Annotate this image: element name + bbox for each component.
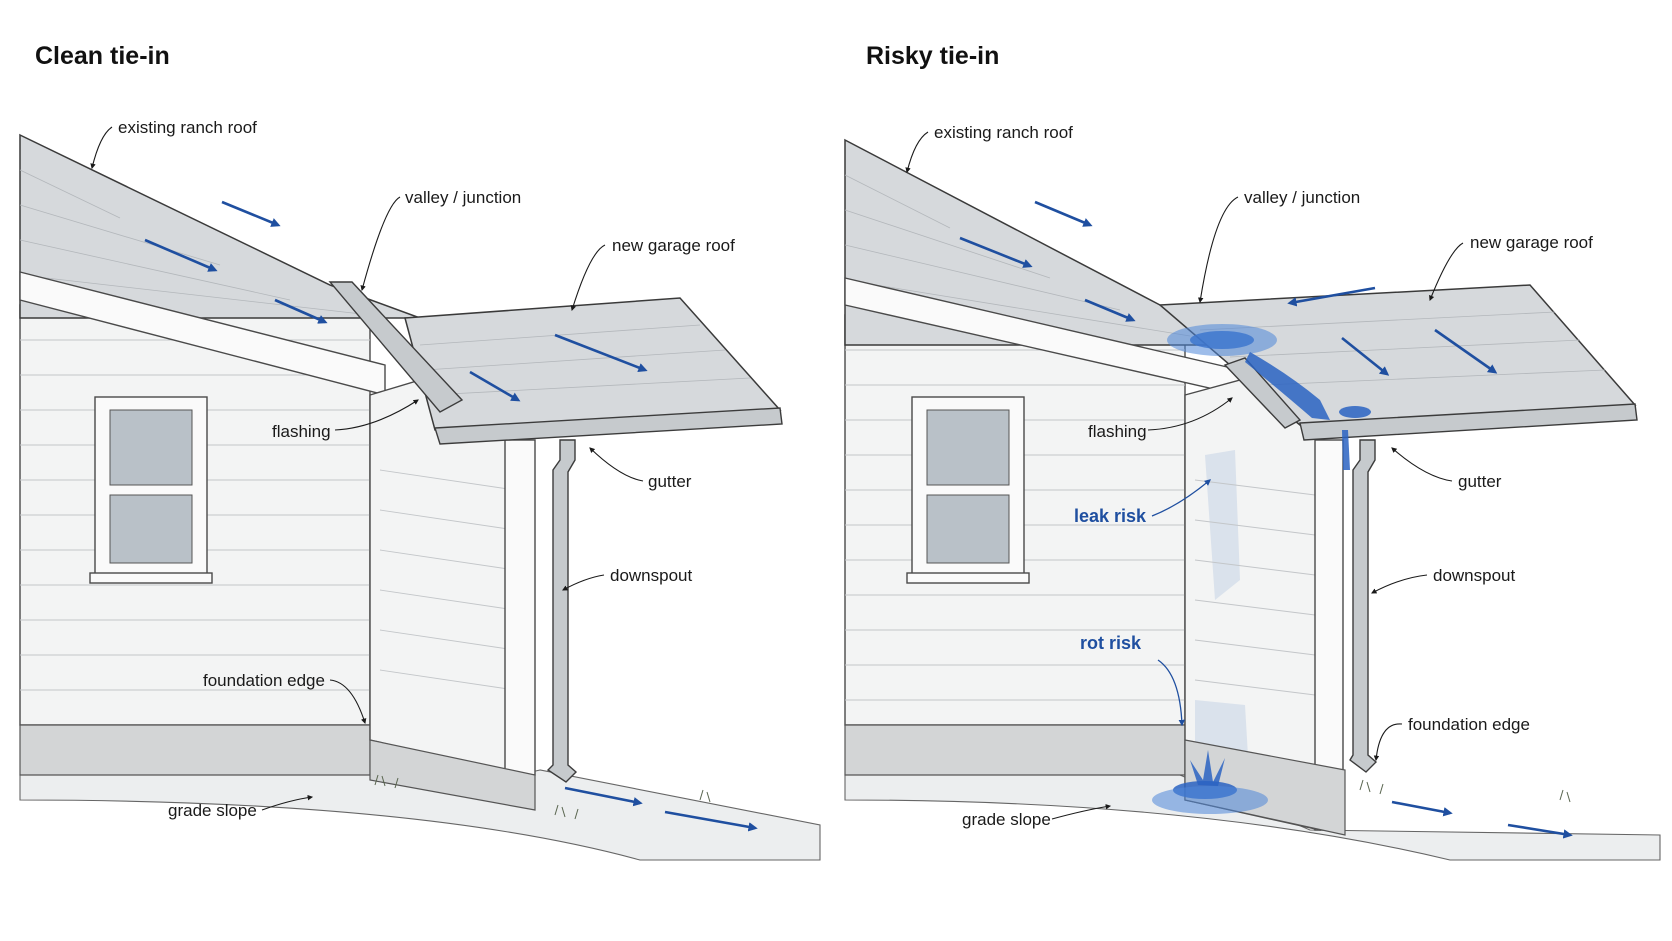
garage-foundation [369,739,536,811]
label-downspout: downspout [610,566,693,585]
garage-wall [1184,379,1344,831]
label-gutter: gutter [648,472,692,491]
panel-risky: Risky tie-in [844,42,1661,861]
ground-surface [844,774,1661,861]
panel-title: Risky tie-in [866,42,999,70]
label-gutter: gutter [1458,472,1502,491]
water-flow-arrows [144,200,758,832]
window [89,396,213,584]
label-existing-ranch-roof: existing ranch roof [934,123,1073,142]
label-new-garage-roof: new garage roof [612,236,735,255]
flashing-strip [1223,357,1302,429]
label-rot-risk: rot risk [1080,633,1142,653]
garage-wall [369,379,536,776]
pooling-water [1152,324,1371,814]
label-existing-ranch-roof: existing ranch roof [118,118,257,137]
label-grade-slope: grade slope [962,810,1051,829]
grass [374,774,711,820]
gutter [434,407,783,445]
label-leak-risk: leak risk [1074,506,1147,526]
garage-roof [404,297,782,431]
label-foundation-edge: foundation edge [203,671,325,690]
garage-foundation [1184,739,1346,836]
downspout [546,439,578,783]
label-new-garage-roof: new garage roof [1470,233,1593,252]
foundation [19,724,371,776]
label-foundation-edge: foundation edge [1408,715,1530,734]
label-flashing: flashing [1088,422,1147,441]
valley-flashing [328,281,464,413]
label-flashing: flashing [272,422,331,441]
panel-clean: Clean tie-in [19,42,821,861]
foundation [844,724,1186,776]
grass [1359,779,1571,803]
panel-title: Clean tie-in [35,42,170,70]
label-downspout: downspout [1433,566,1516,585]
window [906,396,1030,584]
water-flow-arrows [959,200,1573,839]
label-valley-junction: valley / junction [405,188,521,207]
label-grade-slope: grade slope [168,801,257,820]
downspout [1349,439,1378,773]
label-valley-junction: valley / junction [1244,188,1360,207]
gutter [1299,403,1638,441]
